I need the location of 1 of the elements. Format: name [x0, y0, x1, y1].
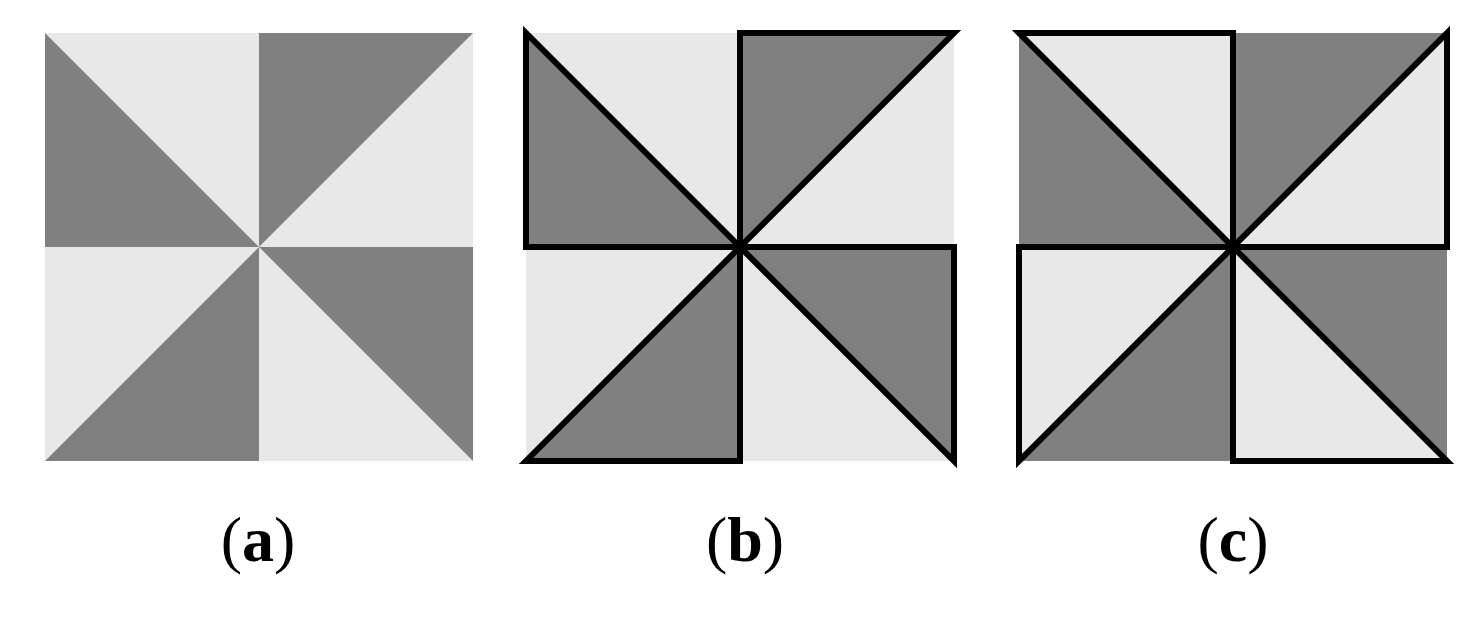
panel-label: (b) [705, 508, 785, 572]
